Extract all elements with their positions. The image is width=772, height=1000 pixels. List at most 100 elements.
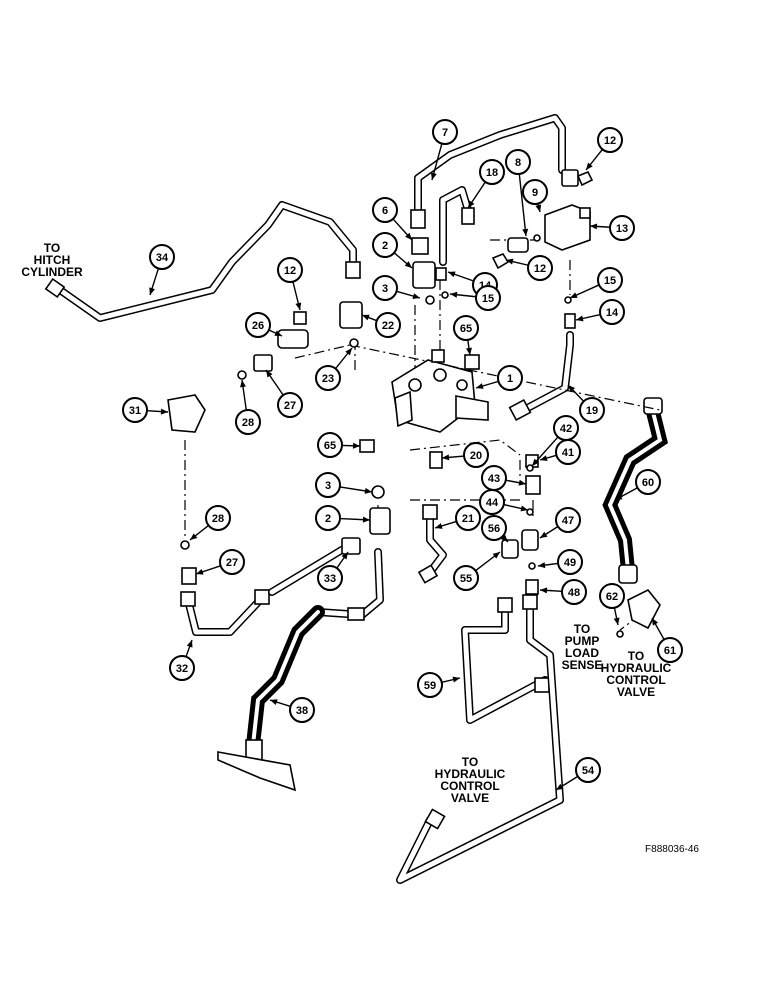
svg-text:HYDRAULIC: HYDRAULIC xyxy=(435,767,506,781)
fitting-26 xyxy=(277,329,309,349)
nut-65b xyxy=(359,439,375,453)
callout-c44: 44 xyxy=(479,489,529,515)
callout-c47: 47 xyxy=(539,507,581,539)
leader-arrowhead xyxy=(540,531,548,538)
svg-text:PUMP: PUMP xyxy=(565,634,600,648)
callout-circle xyxy=(289,697,315,723)
leader-arrowhead xyxy=(364,487,372,494)
fittings xyxy=(167,169,661,630)
callout-circle xyxy=(317,432,343,458)
callout-number: 20 xyxy=(470,450,482,462)
leader-arrowhead xyxy=(468,200,475,208)
leader-arrowhead xyxy=(160,408,168,415)
leader-line xyxy=(518,173,527,237)
leader-arrowhead xyxy=(570,292,578,298)
callout-number: 55 xyxy=(460,573,472,585)
leader-arrowhead xyxy=(538,562,546,569)
tube-18 xyxy=(439,186,475,266)
svg-text:TO: TO xyxy=(574,622,590,636)
callout-circle xyxy=(481,515,507,541)
svg-text:CYLINDER: CYLINDER xyxy=(21,265,83,279)
callout-c55: 55 xyxy=(453,551,501,591)
callout-circle xyxy=(475,285,501,311)
callout-c15b: 15 xyxy=(569,267,623,299)
callout-c32: 32 xyxy=(169,639,195,681)
svg-text:LOAD: LOAD xyxy=(565,646,599,660)
tube-main-down xyxy=(314,548,384,621)
callout-number: 62 xyxy=(606,591,618,603)
svg-text:TO: TO xyxy=(44,241,60,255)
leader-arrowhead xyxy=(506,258,514,265)
valve-body-1 xyxy=(391,349,489,433)
callout-number: 32 xyxy=(176,663,188,675)
callout-c59: 59 xyxy=(417,672,461,698)
leader-arrowhead xyxy=(476,383,484,389)
label-to-hydraulic-control-valve-right: TO HYDRAULIC CONTROL VALVE xyxy=(601,649,672,699)
fitting-20 xyxy=(429,451,443,469)
callout-number: 22 xyxy=(382,320,394,332)
leader-arrowhead xyxy=(240,380,246,388)
tube-21 xyxy=(417,504,447,584)
callout-c60: 60 xyxy=(614,469,661,501)
hose-60 xyxy=(602,397,668,584)
callout-number: 38 xyxy=(296,705,308,717)
svg-text:CONTROL: CONTROL xyxy=(606,673,665,687)
callout-circle xyxy=(453,565,479,591)
callout-circle xyxy=(372,197,398,223)
callout-c13: 13 xyxy=(589,215,635,241)
callout-c42: 42 xyxy=(531,415,579,467)
callout-number: 59 xyxy=(424,680,436,692)
callout-number: 65 xyxy=(324,440,336,452)
callout-circle xyxy=(277,257,303,283)
callout-c33: 33 xyxy=(317,551,349,591)
callout-circle xyxy=(219,549,245,575)
callout-number: 8 xyxy=(515,157,521,169)
callout-number: 33 xyxy=(324,573,336,585)
callout-c12b: 12 xyxy=(505,255,553,281)
callout-c1: 1 xyxy=(475,365,523,391)
tube-33-line xyxy=(268,544,349,596)
callout-c56: 56 xyxy=(481,515,509,543)
callout-number: 61 xyxy=(664,645,676,657)
callout-c62: 62 xyxy=(599,583,625,626)
callout-circle xyxy=(555,439,581,465)
callout-circle xyxy=(575,757,601,783)
leader-arrowhead xyxy=(295,302,302,310)
leader-arrowhead xyxy=(556,783,564,790)
figure-code: F888036-46 xyxy=(645,844,699,855)
callout-circle xyxy=(315,365,341,391)
leader-arrowhead xyxy=(345,348,352,356)
svg-text:HITCH: HITCH xyxy=(34,253,71,267)
callout-c49: 49 xyxy=(537,549,583,575)
tube-7 xyxy=(410,114,566,229)
callout-number: 13 xyxy=(616,223,628,235)
svg-text:TO: TO xyxy=(628,649,644,663)
fitting-6 xyxy=(411,237,429,255)
callout-circle xyxy=(169,655,195,681)
fitting-2-bottom xyxy=(369,507,391,535)
block-13 xyxy=(544,204,591,251)
leader-arrowhead xyxy=(341,552,348,560)
leader-arrowhead xyxy=(540,455,548,461)
leader-arrowhead xyxy=(466,347,472,355)
callout-number: 1 xyxy=(507,373,513,385)
callout-number: 60 xyxy=(642,477,654,489)
callout-number: 18 xyxy=(486,167,498,179)
label-to-pump-load-sense: TO PUMP LOAD SENSE xyxy=(562,622,603,672)
callout-c65b: 65 xyxy=(317,432,361,458)
callout-circle xyxy=(597,267,623,293)
leader-arrowhead xyxy=(615,494,623,500)
tube-19 xyxy=(508,331,574,422)
callout-circle xyxy=(479,489,505,515)
callout-layer: 7128189136342121412315152622146523131282… xyxy=(122,119,683,791)
callout-number: 21 xyxy=(462,513,474,525)
fitting-14a xyxy=(435,267,447,281)
callout-c23: 23 xyxy=(315,347,353,391)
callout-number: 14 xyxy=(606,307,619,319)
tube-59 xyxy=(461,597,550,724)
callout-circle xyxy=(599,583,625,609)
leader-arrowhead xyxy=(450,291,458,298)
svg-text:CONTROL: CONTROL xyxy=(440,779,499,793)
callout-c27a: 27 xyxy=(265,369,303,418)
callout-circle xyxy=(417,672,443,698)
